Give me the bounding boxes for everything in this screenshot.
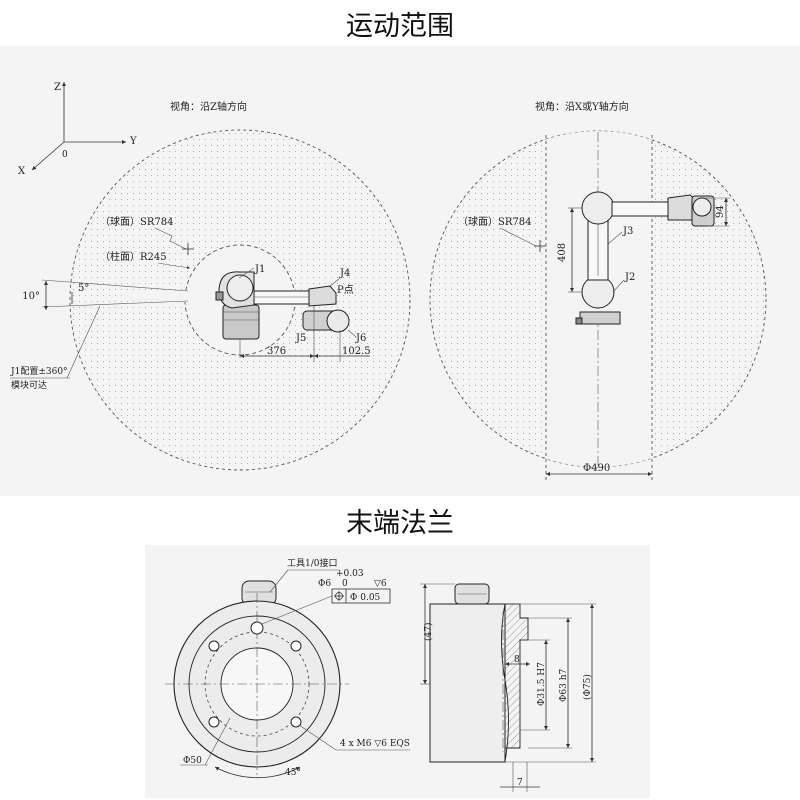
- dim-7: 7: [517, 778, 523, 788]
- flange-side-view: (47) 8 Φ31.5 H7 Φ63 h7 (Φ75) 7: [420, 583, 596, 792]
- axis-z-label: Z: [54, 82, 61, 93]
- j1-note-line1: J1配置±360°: [10, 366, 68, 377]
- m6-hole: [208, 640, 220, 652]
- side-view-along-xy: Φ490 视角：沿X或Y轴方向 （球面）SR784 J3 J2 408: [429, 100, 767, 483]
- m6-hole: [290, 716, 302, 728]
- axis-x-label: X: [18, 166, 26, 177]
- dim-94: 94: [715, 205, 726, 218]
- sphere-label: （球面）SR784: [100, 215, 173, 228]
- side-sphere-label: （球面）SR784: [458, 215, 531, 228]
- top-view-along-z: 10° 5° （球面）SR784 （柱面）R245 视角：沿Z轴方向 J1: [10, 100, 411, 471]
- robot-arm-side: [575, 191, 715, 325]
- upper-link: [253, 290, 310, 305]
- dim-490: Φ490: [583, 463, 610, 474]
- robot-arm-top: [215, 267, 350, 358]
- io-port-label: 工具1/0接口: [287, 557, 338, 569]
- dim-376: 376: [267, 346, 286, 357]
- m6-hole: [208, 716, 220, 728]
- flange-front-view: 工具1/0接口 +0.03 Φ6 0 ▽6 Φ 0.05 4 x M6 ▽6 E…: [165, 557, 410, 779]
- position-tolerance: Φ 0.05: [350, 593, 381, 603]
- view-caption-xy: 视角：沿X或Y轴方向: [535, 100, 629, 113]
- j1-base: [222, 304, 260, 340]
- section-title-motion-range: 运动范围: [346, 11, 454, 42]
- axis-triad: Z Y X 0: [18, 82, 137, 177]
- angle-10-label: 10°: [22, 291, 40, 302]
- axis-y-label: Y: [129, 136, 137, 147]
- dia-50: Φ50: [183, 756, 202, 766]
- angle-5-label: 5°: [78, 283, 89, 294]
- dia-31-5: Φ31.5 H7: [537, 662, 547, 706]
- dim-47: (47): [423, 623, 434, 641]
- j6-label: J6: [355, 333, 366, 344]
- dim-8: 8: [514, 655, 520, 665]
- j2-label: J2: [624, 272, 635, 283]
- angle-45: 45°: [285, 768, 301, 778]
- p-point-label: P点: [337, 284, 354, 296]
- thread-note: 4 x M6 ▽6 EQS: [340, 739, 410, 749]
- axis-origin-label: 0: [62, 150, 68, 160]
- m6-hole: [290, 640, 302, 652]
- hole-depth: ▽6: [374, 579, 387, 589]
- horizontal-link: [611, 201, 669, 217]
- j3-label: J3: [622, 226, 633, 237]
- dia-63: Φ63 h7: [559, 669, 569, 702]
- dim-102-5: 102.5: [342, 346, 371, 357]
- hole-dia: Φ6: [318, 579, 331, 589]
- j1-label: J1: [254, 264, 265, 275]
- dim-408: 408: [557, 243, 568, 262]
- section-title-end-flange: 末端法兰: [346, 508, 454, 539]
- j1-note-line2: 模块可达: [11, 379, 47, 391]
- cylinder-label: （柱面）R245: [100, 250, 167, 263]
- tol-zero: 0: [342, 579, 348, 589]
- dia-75: (Φ75): [582, 674, 593, 700]
- j4-label: J4: [339, 268, 350, 279]
- tol-plus: +0.03: [336, 569, 364, 579]
- j5-label: J5: [295, 333, 306, 344]
- view-caption-z: 视角：沿Z轴方向: [170, 100, 247, 113]
